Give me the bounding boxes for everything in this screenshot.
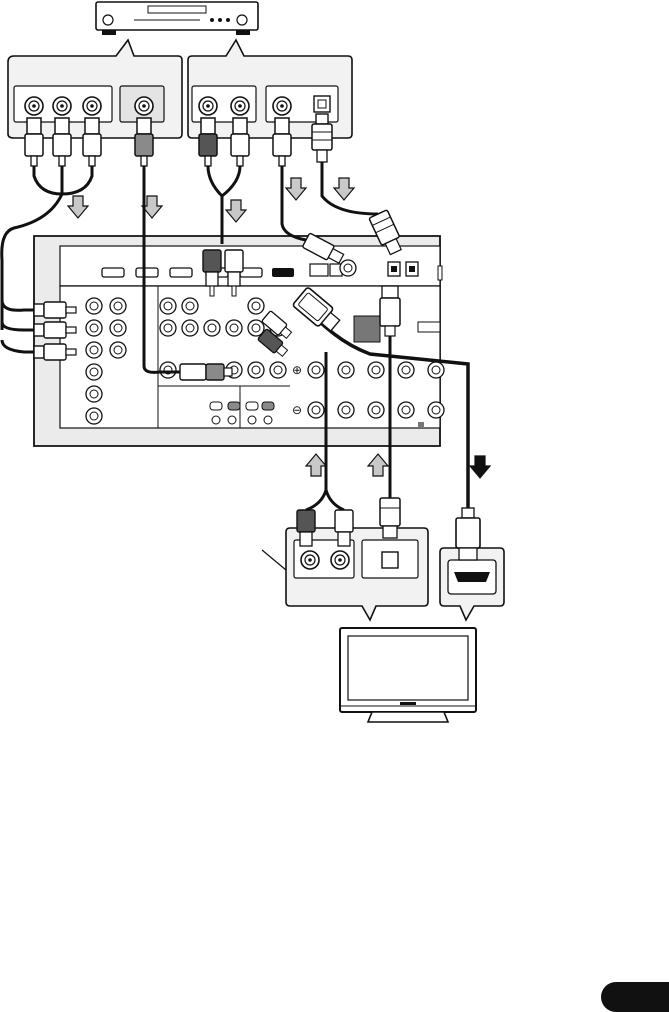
tv-monitor bbox=[340, 628, 476, 722]
hdmi-plug-tv bbox=[456, 508, 480, 560]
audio-l-jack-icon bbox=[199, 97, 217, 115]
optical-jack-icon bbox=[314, 96, 330, 112]
component-pr-jack-icon bbox=[83, 97, 101, 115]
audio-r-jack-icon bbox=[231, 97, 249, 115]
source-player bbox=[96, 2, 258, 35]
component-pb-jack-icon bbox=[53, 97, 71, 115]
svg-text:⊖: ⊖ bbox=[292, 403, 302, 417]
component-y-jack-icon bbox=[25, 97, 43, 115]
page-number-badge bbox=[601, 982, 669, 1012]
coax-audio-jack-icon bbox=[273, 97, 291, 115]
tv-signal-arrows bbox=[306, 454, 490, 478]
signal-arrows-down bbox=[68, 178, 354, 222]
svg-text:⊕: ⊕ bbox=[292, 363, 302, 377]
coaxial-out-jack-icon bbox=[135, 97, 153, 115]
